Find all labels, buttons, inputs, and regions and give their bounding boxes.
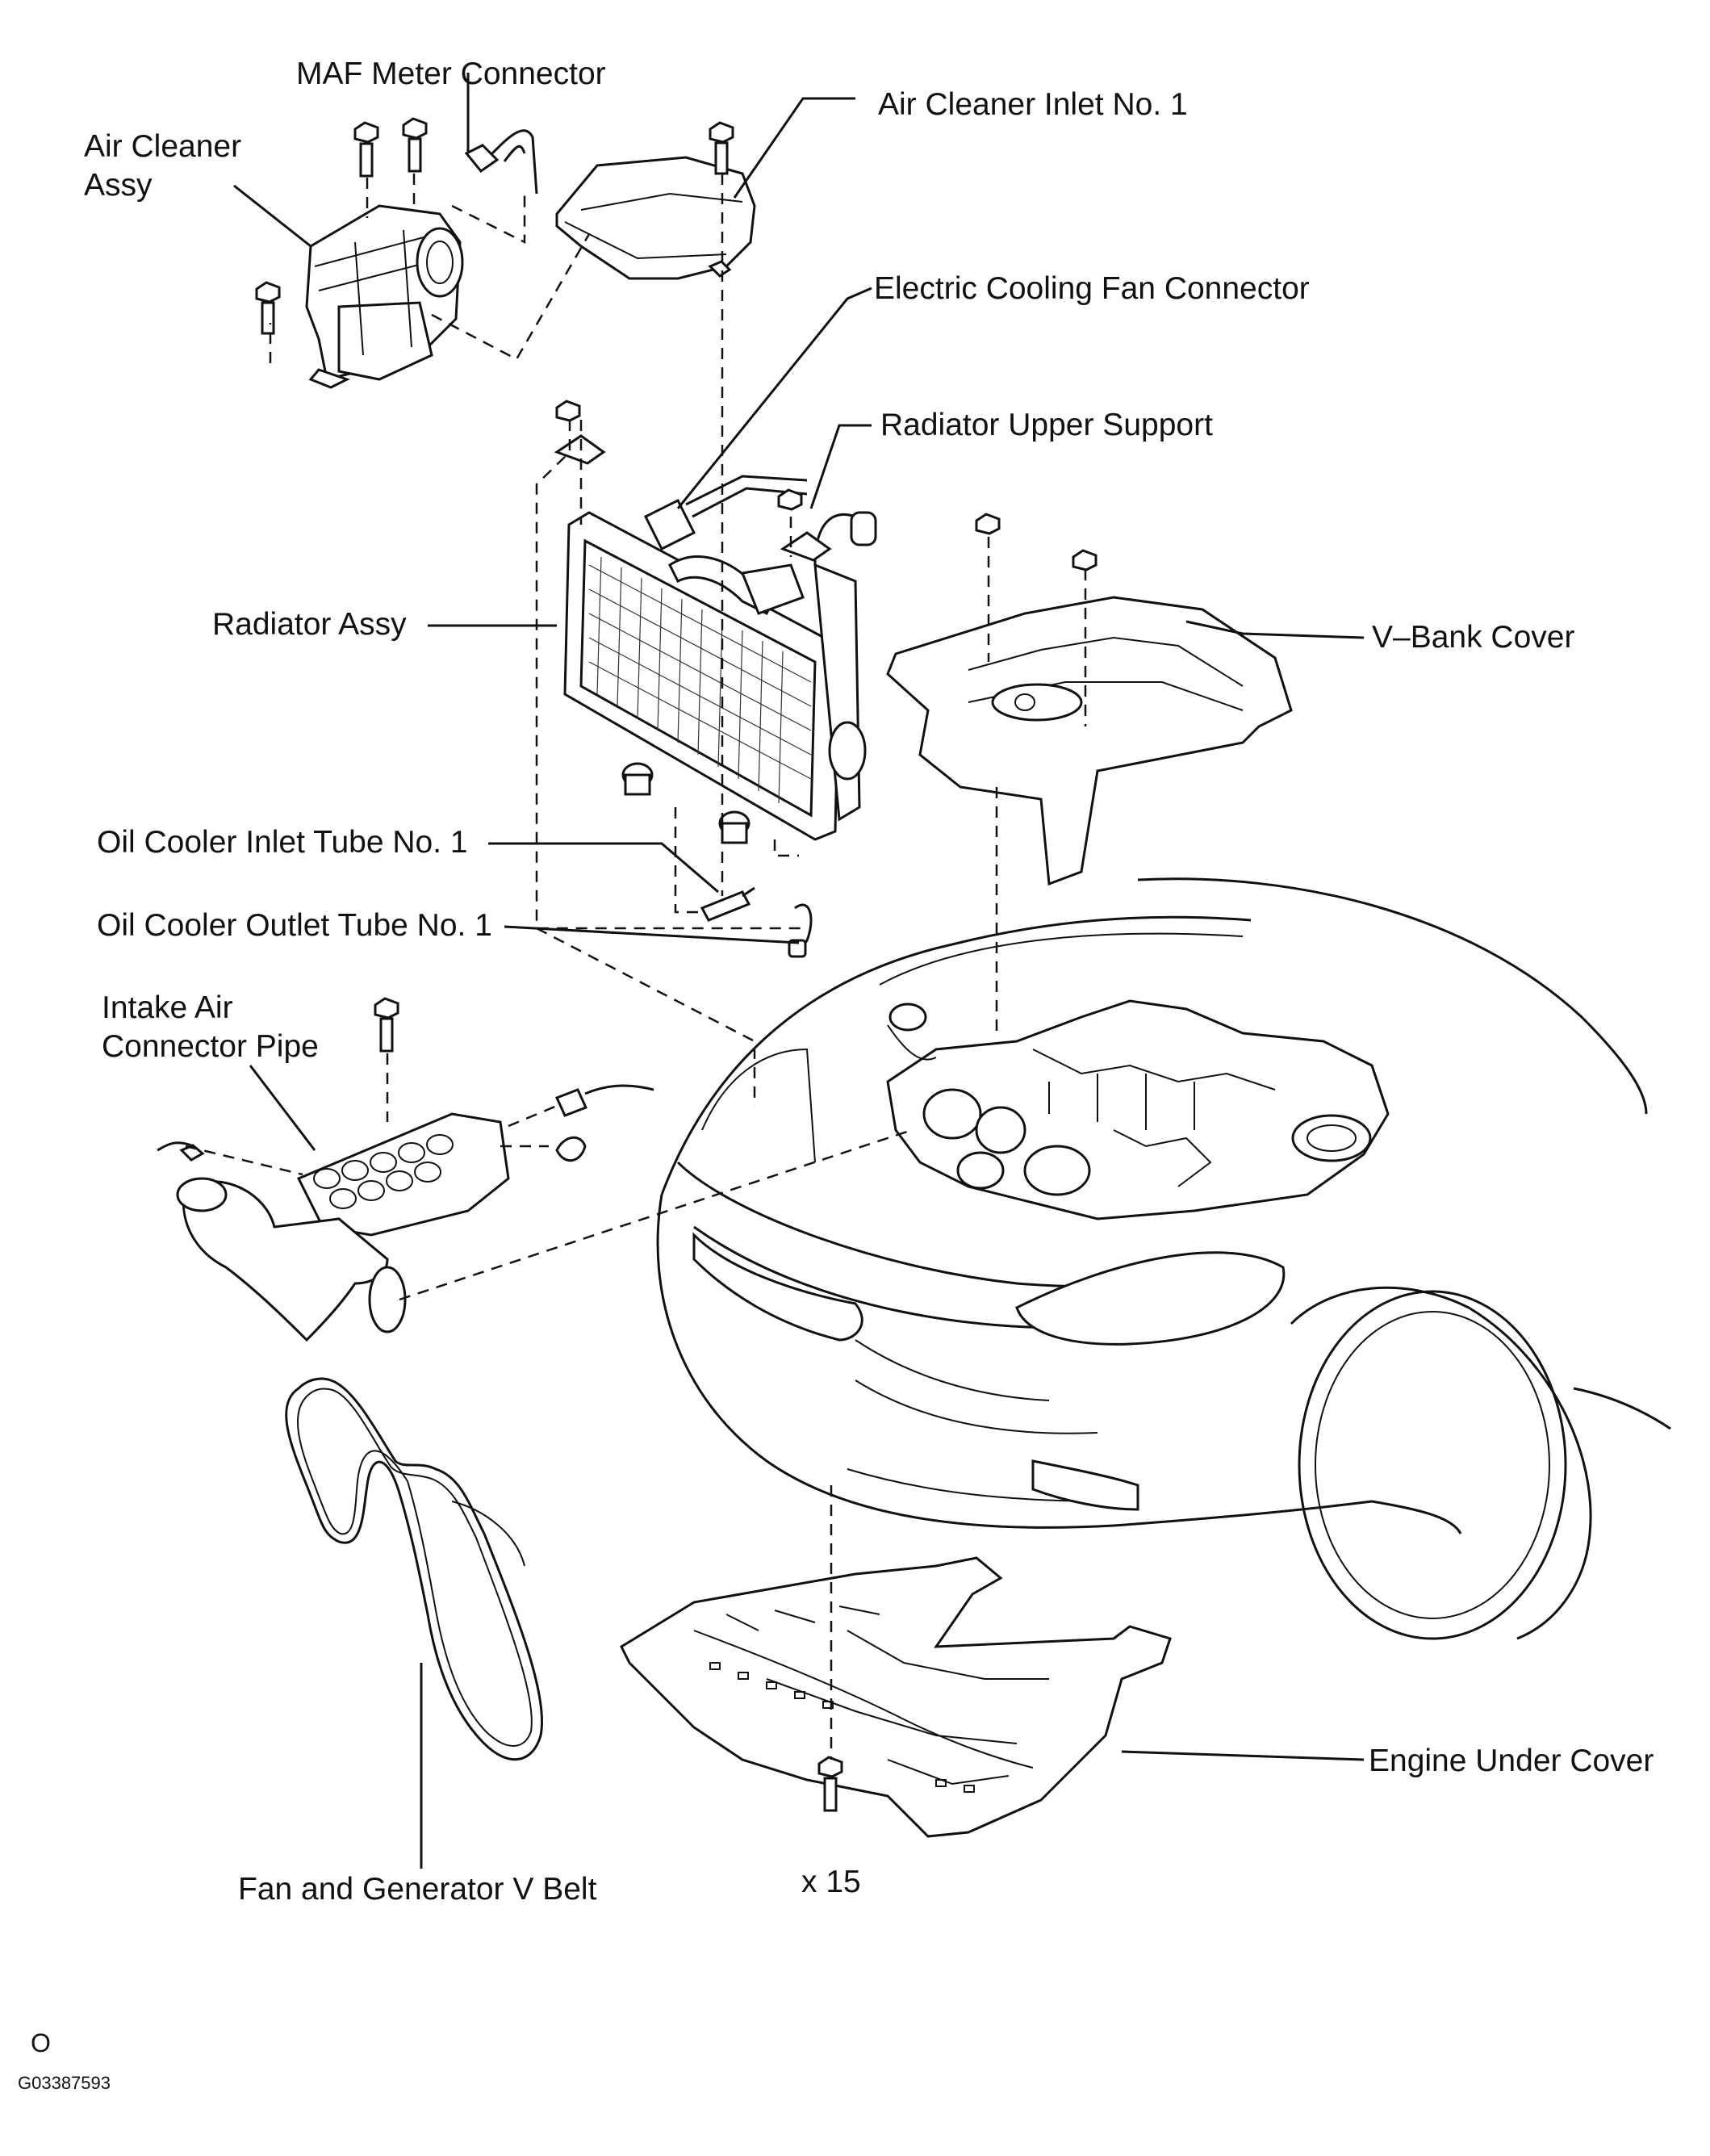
vehicle-front-drawing xyxy=(656,877,1671,1640)
label-air-cleaner-assy-line1: Air Cleaner xyxy=(84,129,242,164)
label-v-bank-cover: V–Bank Cover xyxy=(1372,620,1575,655)
v-bank-cover-drawing xyxy=(886,513,1293,886)
label-radiator-assy: Radiator Assy xyxy=(212,607,407,642)
label-intake-air-connector-pipe-line2: Connector Pipe xyxy=(102,1029,319,1064)
assembly-dashed-lines xyxy=(185,174,1087,1760)
footer-marker: O xyxy=(31,2028,51,2058)
label-oil-cooler-outlet-tube: Oil Cooler Outlet Tube No. 1 xyxy=(97,908,492,943)
label-intake-air-connector-pipe-line1: Intake Air xyxy=(102,990,233,1025)
engine-drawing xyxy=(886,999,1390,1220)
label-radiator-upper-support: Radiator Upper Support xyxy=(880,408,1213,442)
label-air-cleaner-assy-line2: Assy xyxy=(84,168,153,203)
leader-lines xyxy=(233,73,1365,1869)
label-fan-generator-v-belt: Fan and Generator V Belt xyxy=(238,1872,597,1907)
radiator-assy-drawing xyxy=(554,400,877,958)
intake-air-connector-pipe-drawing xyxy=(157,997,654,1342)
label-maf-meter-connector: MAF Meter Connector xyxy=(296,57,606,91)
label-electric-cooling-fan-connector: Electric Cooling Fan Connector xyxy=(874,271,1310,306)
air-cleaner-inlet-drawing xyxy=(555,121,756,280)
v-belt-drawing xyxy=(285,1377,544,1761)
air-cleaner-assy-drawing xyxy=(255,117,538,389)
figure-id: G03387593 xyxy=(18,2073,111,2093)
label-engine-under-cover: Engine Under Cover xyxy=(1369,1744,1654,1778)
label-bolt-count: x 15 xyxy=(801,1865,861,1899)
label-air-cleaner-inlet: Air Cleaner Inlet No. 1 xyxy=(878,87,1188,122)
label-oil-cooler-inlet-tube: Oil Cooler Inlet Tube No. 1 xyxy=(97,825,468,860)
engine-under-cover-drawing xyxy=(620,1556,1172,1838)
